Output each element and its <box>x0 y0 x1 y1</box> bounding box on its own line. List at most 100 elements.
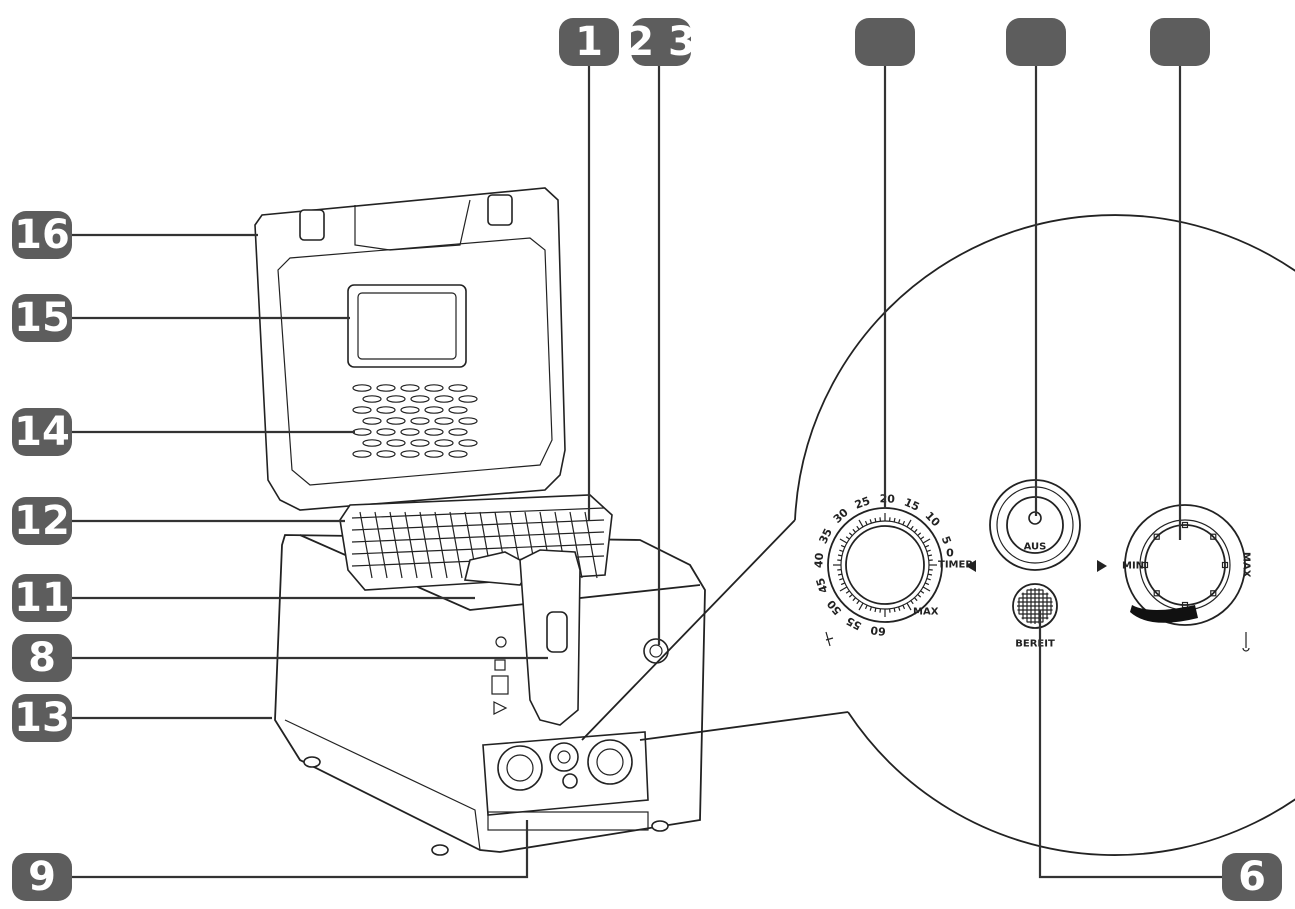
timer-tick <box>917 532 922 537</box>
timer-tick <box>924 544 930 548</box>
timer-max-label: MAX <box>913 607 939 618</box>
vent-slot <box>424 384 444 392</box>
mesh-line <box>389 511 403 579</box>
svg-text:16: 16 <box>14 212 70 258</box>
timer-tick <box>920 536 925 540</box>
timer-tick <box>917 593 922 598</box>
vent-slot <box>352 384 372 392</box>
vent-slot <box>362 417 382 425</box>
timer-tick <box>906 519 912 528</box>
timer-tick <box>927 573 933 576</box>
timer-number: 35 <box>816 526 834 545</box>
off-knob-label: AUS <box>1024 542 1047 553</box>
timer-tick <box>893 517 896 523</box>
timer-tick <box>913 597 918 602</box>
timer-tick <box>837 573 843 576</box>
callout-blank-c <box>1150 18 1210 66</box>
mesh-line <box>351 543 605 555</box>
vent-slot <box>376 428 396 436</box>
fryer-housing <box>274 534 706 853</box>
zoom-link-upper <box>581 519 796 741</box>
vent-slot <box>448 450 468 458</box>
svg-text:12: 12 <box>14 498 70 544</box>
vent-slot <box>362 395 382 403</box>
vent-slot <box>352 406 372 414</box>
timer-tick <box>839 538 848 544</box>
vent-slot <box>434 439 454 447</box>
lid-clip-left <box>299 209 325 241</box>
mesh-line <box>351 507 605 519</box>
filter-vents <box>352 384 478 458</box>
mesh-line <box>404 511 418 579</box>
timer-number: 55 <box>844 614 864 633</box>
handle-slider <box>546 611 568 653</box>
mesh-line <box>374 511 388 579</box>
timer-tick <box>910 525 914 530</box>
ready-light-label: BEREIT <box>1015 639 1055 650</box>
timer-tick <box>893 607 896 613</box>
temp-scale-wedge <box>1130 605 1198 623</box>
temp-min-label: MIN <box>1122 561 1144 572</box>
callout-8: 8 <box>12 634 72 682</box>
vent-slot <box>352 450 372 458</box>
leader-6 <box>1038 610 1222 879</box>
timer-tick <box>926 578 931 581</box>
callout-1: 1 <box>559 18 619 66</box>
fryer-foot-right <box>651 820 669 832</box>
vent-slot <box>434 395 454 403</box>
vent-slot <box>362 439 382 447</box>
temp-marker <box>1221 561 1229 569</box>
lid-hinge-notch <box>354 199 471 251</box>
callout-11: 11 <box>12 574 72 622</box>
timer-number: 25 <box>853 494 872 511</box>
timer-number: 30 <box>831 506 851 526</box>
temp-knob-small <box>587 739 633 785</box>
callout-16: 16 <box>12 211 72 259</box>
timer-tick <box>910 600 914 605</box>
timer-number: 45 <box>814 576 831 595</box>
timer-tick <box>840 544 846 548</box>
fryer-foot-left <box>431 844 449 856</box>
timer-tick <box>856 525 860 530</box>
mesh-line <box>351 519 605 531</box>
svg-text:8: 8 <box>28 635 56 681</box>
vent-slot <box>376 450 396 458</box>
callout-6: 6 <box>1222 853 1282 901</box>
lid-clip-right <box>487 194 513 226</box>
temp-marker <box>1153 533 1160 540</box>
timer-tick <box>839 586 848 592</box>
vent-slot <box>448 384 468 392</box>
callout-9: 9 <box>12 853 72 901</box>
off-button-small <box>549 742 579 772</box>
timer-tick <box>845 590 850 594</box>
timer-tick <box>837 554 843 557</box>
leader-lines <box>72 60 1222 879</box>
temperature-dial: MIN MAX <box>1097 504 1252 652</box>
temp-marker <box>1153 590 1160 597</box>
vent-slot <box>376 384 396 392</box>
thermometer-icon <box>1242 632 1250 652</box>
vent-slot <box>386 439 406 447</box>
timer-tick <box>858 519 864 528</box>
timer-number: 15 <box>902 496 921 514</box>
mesh-line <box>434 511 448 579</box>
vent-slot <box>400 384 420 392</box>
timer-icon <box>825 631 834 647</box>
vent-slot <box>400 450 420 458</box>
timer-tick <box>856 600 860 605</box>
vent-slot <box>458 417 478 425</box>
callout-blank-a <box>855 18 915 66</box>
viewing-window <box>347 284 467 368</box>
zoom-circle <box>794 214 1295 856</box>
timer-tick <box>874 517 877 523</box>
svg-text:2 3: 2 3 <box>626 19 696 65</box>
callout-14: 14 <box>12 408 72 456</box>
timer-number: 40 <box>812 552 826 569</box>
timer-tick <box>902 604 906 610</box>
vent-slot <box>410 417 430 425</box>
timer-tick <box>874 607 877 613</box>
mesh-line <box>351 531 605 543</box>
timer-number: 20 <box>879 492 895 506</box>
position-icons <box>491 636 509 715</box>
timer-tick <box>848 593 853 598</box>
